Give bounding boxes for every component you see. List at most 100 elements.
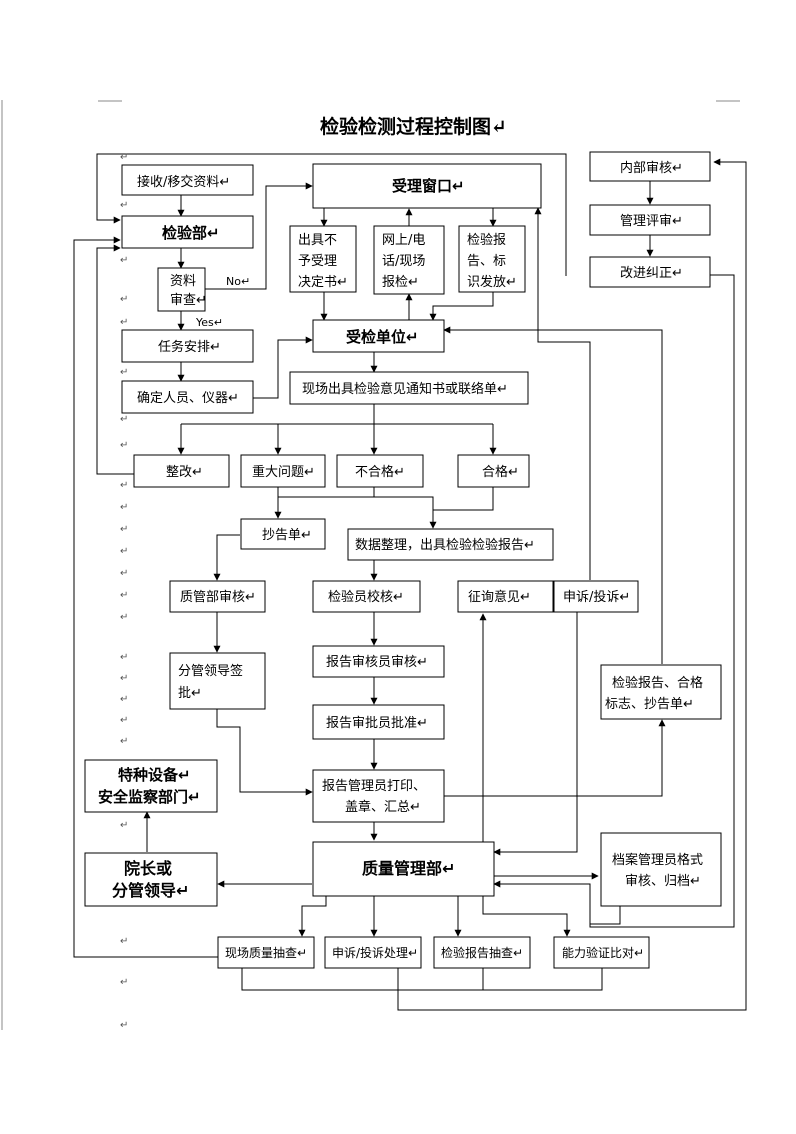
connector-reportmark-client (443, 326, 663, 664)
margin-mark: ↵ (120, 546, 128, 557)
node-onsite-notice: 现场出具检验意见通知书或联络单↵ (289, 371, 529, 405)
node-data-report: 数据整理，出具检验检验报告↵ (347, 528, 554, 561)
node-inspection-dept-text: 检验部↵ (162, 224, 220, 242)
connectors (73, 153, 747, 1011)
node-improve-text: 改进纠正↵ (620, 266, 683, 281)
node-report-mark-line2: 标志、抄告单↵ (605, 697, 694, 712)
node-refuse-decision-line1: 出具不 (298, 233, 337, 248)
connector-qmd-sample (298, 896, 327, 937)
node-president: 院长或 分管领导↵ (84, 852, 218, 907)
node-report-approve: 报告审批员批准↵ (312, 704, 445, 740)
margin-mark: ↵ (120, 590, 128, 601)
node-report-check: 检验报告抽查↵ (433, 936, 531, 969)
node-task: 任务安排↵ (121, 329, 254, 363)
diagram-title: 检验检测过程控制图↵ (320, 115, 507, 138)
node-pass-text: 合格↵ (482, 464, 519, 480)
connector-complaint-qmd (493, 612, 578, 856)
node-report-print-line1: 报告管理员打印、 (322, 779, 426, 794)
node-refuse-decision-line2: 予受理 (298, 254, 337, 269)
connector-bottom-loop (397, 158, 747, 1011)
margin-mark: ↵ (120, 1020, 128, 1031)
connector-pass-data (429, 487, 494, 529)
margin-mark: ↵ (120, 480, 128, 491)
node-report-approve-text: 报告审批员批准↵ (326, 716, 428, 731)
margin-mark: ↵ (120, 820, 128, 831)
node-staff: 确定人员、仪器↵ (121, 380, 254, 414)
node-rectify-text: 整改↵ (166, 465, 203, 480)
margin-mark: ↵ (120, 524, 128, 535)
node-report-issue: 检验报 告、标 识发放↵ (458, 225, 526, 293)
connector-fail-cc (278, 487, 375, 498)
node-cc-notice: 抄告单↵ (240, 518, 326, 550)
node-report-issue-line2: 告、标 (467, 254, 506, 269)
connector-opinion-window (534, 207, 591, 580)
margin-mark: ↵ (120, 736, 128, 747)
node-inspection-dept: 检验部↵ (121, 215, 254, 249)
node-inspector-proof-text: 检验员校核↵ (328, 589, 404, 605)
node-service-window-text: 受理窗口↵ (392, 177, 465, 195)
label-yes: Yes↵ (195, 316, 223, 329)
node-task-text: 任务安排↵ (158, 339, 221, 355)
node-capability-text: 能力验证比对↵ (562, 945, 644, 960)
node-qa-review-text: 质管部审核↵ (180, 590, 256, 605)
margin-mark: ↵ (120, 673, 128, 684)
node-pass: 合格↵ (457, 454, 530, 488)
margin-mark: ↵ (120, 652, 128, 663)
node-archive-line2: 审核、归档↵ (625, 874, 701, 889)
node-special-equipment: 特种设备↵ 安全监察部门↵ (84, 759, 218, 813)
node-complaint-text: 申诉/投诉↵ (563, 589, 630, 605)
connector-rectify-dept (96, 244, 134, 475)
node-internal-audit: 内部审核↵ (589, 151, 711, 182)
node-client-text: 受检单位↵ (346, 328, 419, 346)
connector-leader-print (216, 709, 313, 796)
node-president-line1: 院长或 (124, 859, 172, 878)
node-capability: 能力验证比对↵ (553, 936, 650, 969)
margin-marks: ↵ ↵ ↵ ↵ ↵ ↵ ↵ ↵ ↵ ↵ ↵ ↵ ↵ ↵ ↵ ↵ ↵ ↵ ↵ ↵ … (120, 152, 128, 1031)
node-inspector-proof: 检验员校核↵ (312, 580, 421, 613)
node-doc-review-line1: 资料 (170, 274, 196, 289)
node-rectify: 整改↵ (133, 454, 230, 488)
node-online-apply: 网上/电 话/现场 报检↵ (373, 225, 445, 295)
node-report-mark: 检验报告、合格 标志、抄告单↵ (600, 664, 722, 720)
node-cc-notice-text: 抄告单↵ (262, 528, 312, 543)
margin-mark: ↵ (120, 977, 128, 988)
margin-mark: ↵ (120, 414, 128, 425)
node-staff-text: 确定人员、仪器↵ (137, 391, 239, 406)
node-refuse-decision: 出具不 予受理 决定书↵ (289, 225, 357, 293)
node-report-print: 报告管理员打印、 盖章、汇总↵ (312, 769, 445, 823)
node-archive: 档案管理员格式 审核、归档↵ (600, 832, 722, 907)
node-special-equipment-line2: 安全监察部门↵ (98, 788, 201, 806)
node-refuse-decision-line3: 决定书↵ (298, 275, 348, 290)
connector-outer-top (96, 153, 567, 276)
node-online-apply-line1: 网上/电 (382, 233, 425, 248)
node-special-equipment-line1: 特种设备↵ (118, 766, 191, 784)
node-fail-text: 不合格↵ (355, 464, 405, 480)
node-report-issue-line3: 识发放↵ (467, 274, 517, 290)
node-leader-sign-line2: 批↵ (178, 686, 202, 701)
node-opinion: 征询意见↵ (457, 580, 554, 613)
margin-mark: ↵ (120, 367, 128, 378)
margin-mark: ↵ (120, 294, 128, 305)
node-report-review-text: 报告审核员审核↵ (326, 655, 428, 670)
connector-print-reportmark (444, 719, 666, 797)
node-archive-line1: 档案管理员格式 (612, 852, 703, 868)
margin-mark: ↵ (120, 200, 128, 211)
node-opinion-text: 征询意见↵ (468, 589, 531, 605)
connector-cc-qareview (213, 534, 240, 581)
margin-mark: ↵ (120, 440, 128, 451)
margin-mark: ↵ (120, 152, 128, 163)
node-report-check-text: 检验报告抽查↵ (441, 945, 523, 960)
margin-mark: ↵ (120, 568, 128, 579)
node-doc-review: 资料 审查↵ (157, 267, 207, 312)
node-online-apply-line3: 报检↵ (382, 275, 419, 290)
node-service-window: 受理窗口↵ (312, 163, 542, 209)
page-corner-guides (1, 100, 740, 1030)
node-report-review: 报告审核员审核↵ (312, 645, 445, 678)
node-report-issue-line1: 检验报 (467, 232, 506, 248)
margin-mark: ↵ (120, 255, 128, 266)
node-onsite-notice-text: 现场出具检验意见通知书或联络单↵ (302, 381, 508, 397)
node-onsite-sample-text: 现场质量抽查↵ (225, 946, 307, 960)
connector-staff-client (253, 336, 313, 399)
node-doc-review-line2: 审查↵ (170, 293, 207, 308)
